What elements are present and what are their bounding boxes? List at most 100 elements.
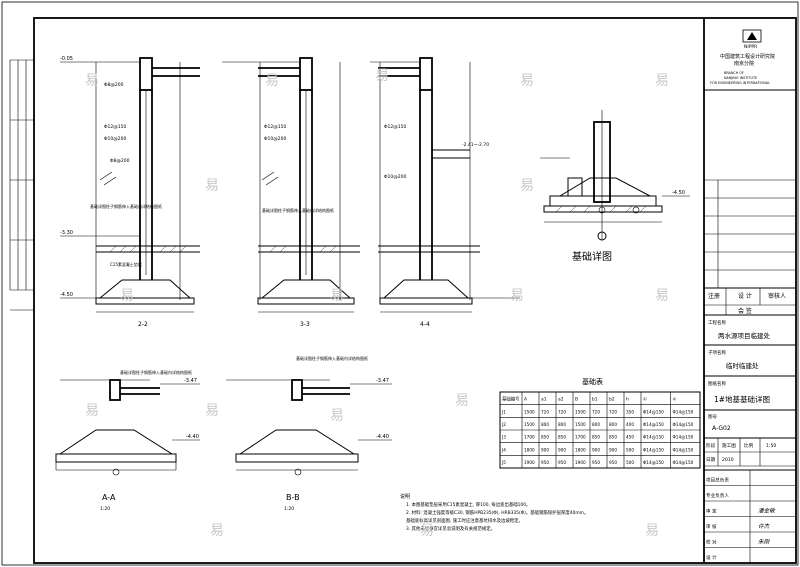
project-name: 两水源项目临建处 [718, 331, 771, 340]
section-4-4: -2.41~-2.70 Φ12@150 Φ10@200 4-4 [370, 57, 520, 328]
table-cell: 900 [609, 447, 617, 452]
sign-role: 设 计 [706, 554, 717, 561]
table-cell: 850 [558, 435, 566, 440]
note-label: C15素混凝土垫层 [110, 261, 142, 267]
tb-label: 比例 [744, 442, 754, 449]
table-cell: 1900 [524, 460, 535, 465]
table-cell: 1800 [524, 447, 535, 452]
table-cell: 950 [592, 460, 600, 465]
watermark-glyph: 易 [330, 408, 344, 424]
table-cell: 1500 [524, 409, 535, 414]
elev-label: -4.40 [186, 434, 199, 440]
table-cell: Φ14@150 [643, 422, 664, 427]
sign-role: 审 定 [706, 508, 717, 515]
tb-label: 工程名称 [708, 319, 726, 326]
table-cell: J4 [501, 447, 506, 452]
table-cell: 500 [626, 447, 634, 452]
scale-value: 1:50 [766, 443, 776, 449]
date-value: 2010 [722, 457, 734, 463]
table-cell: J2 [501, 422, 506, 427]
title-block: NIPPR 中国建筑工程设计研究院 南京分院 BRANCH OF NANJING… [703, 18, 796, 564]
elev-label: -3.47 [184, 378, 197, 384]
drawing-name: 1#地基基础详图 [714, 394, 770, 404]
table-cell: 800 [592, 422, 600, 427]
table-header: a2 [558, 397, 564, 403]
table-cell: Φ14@150 [643, 460, 664, 465]
detail-title: 基础详图 [572, 250, 612, 263]
table-cell: 1500 [524, 422, 535, 427]
note-line: 2. 材料: 混凝土强度等级C30, 钢筋HPB235(Φ), HRB335(Φ… [406, 509, 588, 516]
table-cell: 400 [626, 422, 634, 427]
watermark-glyph: 易 [510, 288, 524, 304]
tb-label: 注册 [708, 292, 720, 300]
table-cell: 800 [558, 422, 566, 427]
table-header: ② [673, 397, 677, 403]
org-name-en: BRANCH OF [724, 71, 744, 75]
table-cell: 950 [541, 460, 549, 465]
watermark-glyph: 易 [120, 288, 134, 304]
table-cell: 1700 [524, 435, 535, 440]
table-cell: Φ14@150 [643, 409, 664, 414]
note-label: 基础详图柱子钢筋伸入基础内详结构图纸 [120, 369, 192, 375]
watermark-glyph: 易 [330, 288, 344, 304]
rebar-label: Φ12@150 [104, 124, 126, 130]
tb-label: 图号 [708, 414, 717, 420]
elev-label: -2.41~-2.70 [462, 142, 489, 148]
subitem-name: 临时临建处 [726, 361, 759, 370]
section-3-3: Φ12@150 Φ10@200 基础详图柱子钢筋伸入基础内详结构图纸 3-3 [222, 57, 360, 328]
logo-icon [747, 32, 757, 40]
note-line: 3. 其他未尽事宜详见总说明及有关规范规定。 [406, 525, 495, 532]
table-cell: Φ14@150 [673, 409, 694, 414]
sign-role: 审 核 [706, 523, 717, 530]
rebar-label: Φ8@200 [110, 158, 130, 164]
scale-label: 1:20 [284, 506, 294, 512]
drawing-number: A-G02 [712, 425, 731, 432]
rebar-label: Φ10@200 [264, 136, 286, 142]
rebar-label: Φ8@200 [104, 82, 124, 88]
table-header: b1 [592, 397, 598, 403]
watermark-glyph: 易 [85, 403, 99, 419]
table-cell: 1500 [575, 409, 586, 414]
tb-label: 日期 [706, 457, 716, 463]
sign-role: 校 对 [706, 539, 717, 546]
table-cell: Φ14@150 [673, 422, 694, 427]
table-header: ① [643, 397, 647, 403]
binding-margin [9, 59, 34, 311]
section-label: 4-4 [420, 321, 430, 328]
note-label: 基础详图柱子钢筋伸入基础内详结构图纸 [262, 207, 334, 213]
note-line: 1. 本图基础垫层采用C15素混凝土, 厚100, 每边宽出基础100。 [406, 501, 530, 508]
table-header: h [626, 397, 629, 403]
table-cell: J1 [501, 409, 506, 414]
table-cell: 850 [592, 435, 600, 440]
table-cell: 900 [541, 447, 549, 452]
section-2-2: -0.05 Φ8@200 Φ12@150 Φ10@200 Φ8@200 基础详图… [60, 56, 200, 328]
section-label: A-A [102, 493, 116, 502]
notes-title: 说明 [400, 493, 410, 500]
table-cell: 900 [558, 447, 566, 452]
watermark-glyph: 易 [645, 523, 659, 539]
table-cell: J5 [501, 460, 506, 465]
signature: 许杰 [758, 523, 771, 530]
table-cell: 950 [558, 460, 566, 465]
signature: 朱刚 [758, 539, 771, 546]
table-header: a1 [541, 397, 547, 403]
sign-role: 项目总负责 [706, 477, 729, 484]
table-cell: 1700 [575, 435, 586, 440]
watermark-glyph: 易 [655, 73, 669, 89]
table-header: b2 [609, 397, 615, 403]
table-cell: 720 [592, 409, 600, 414]
table-cell: Φ14@150 [673, 435, 694, 440]
table-header: 基础编号 [502, 396, 520, 403]
table-header: B [575, 397, 578, 403]
section-label: 3-3 [300, 321, 310, 328]
watermark-glyph: 易 [655, 288, 669, 304]
table-cell: Φ14@150 [673, 460, 694, 465]
table-cell: 1500 [575, 422, 586, 427]
tb-label: 会 签 [738, 307, 752, 315]
table-cell: 950 [609, 460, 617, 465]
logo-icon [742, 29, 762, 43]
inner-border [33, 17, 797, 564]
section-B-B: -4.40 -3.47 基础详图柱子钢筋伸入基础内详结构图纸 B-B 1:20 [226, 355, 392, 512]
table-header: A [524, 397, 527, 403]
